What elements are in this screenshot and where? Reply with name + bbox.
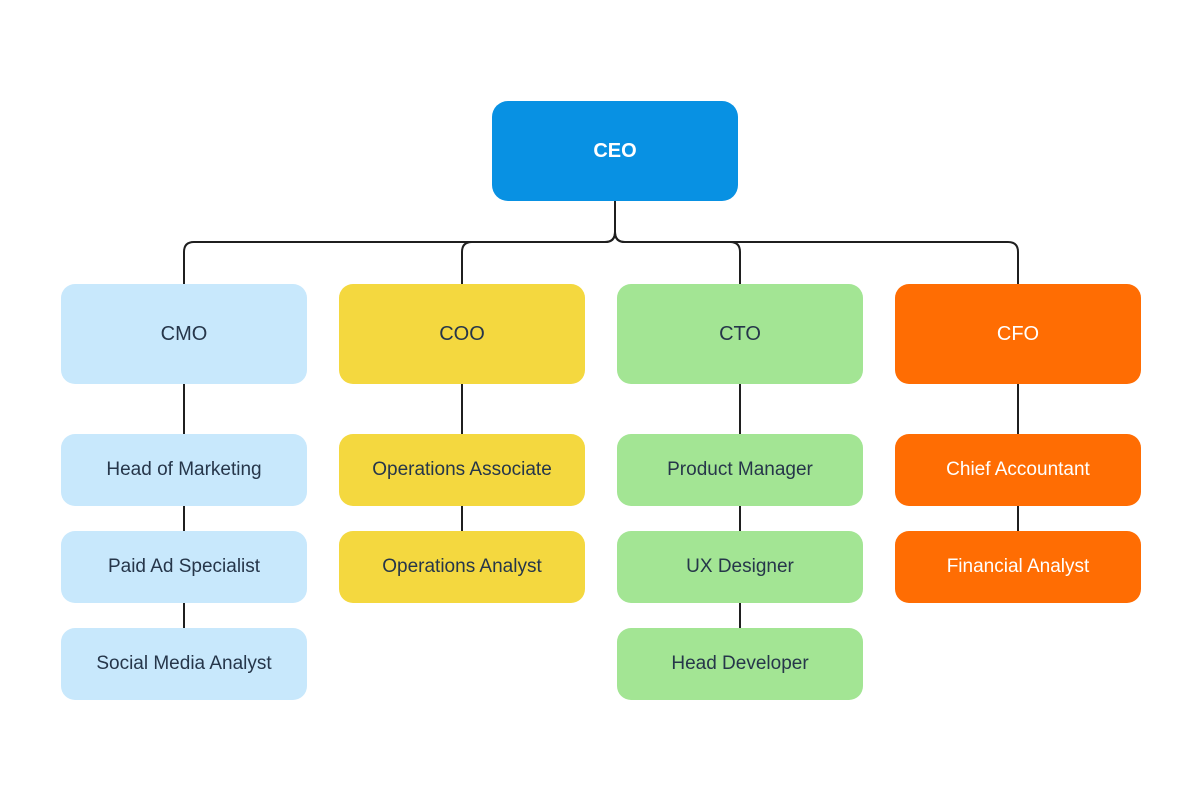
cto-report-1-label: Product Manager [667, 459, 813, 480]
coo-node[interactable]: COO [339, 284, 585, 384]
cmo-report-1-label: Head of Marketing [106, 459, 262, 480]
coo-node-label: COO [439, 322, 485, 345]
cmo-report-3-label: Social Media Analyst [96, 653, 272, 674]
cfo-report-2-label: Financial Analyst [946, 556, 1090, 577]
cto-report-2[interactable]: UX Designer [617, 531, 863, 603]
connector-ceo-cto [614, 200, 741, 285]
cmo-report-2-label: Paid Ad Specialist [107, 556, 261, 577]
cfo-report-2[interactable]: Financial Analyst [895, 531, 1141, 603]
connector-ceo-cmo [183, 200, 616, 285]
cmo-report-3[interactable]: Social Media Analyst [61, 628, 307, 700]
cmo-report-1[interactable]: Head of Marketing [61, 434, 307, 506]
coo-report-1[interactable]: Operations Associate [339, 434, 585, 506]
connector-ceo-coo [461, 200, 616, 285]
cmo-node[interactable]: CMO [61, 284, 307, 384]
ceo-node[interactable]: CEO [492, 101, 738, 201]
cmo-node-label: CMO [160, 322, 208, 345]
cto-node[interactable]: CTO [617, 284, 863, 384]
coo-report-1-label: Operations Associate [372, 459, 552, 480]
cto-report-1[interactable]: Product Manager [617, 434, 863, 506]
cfo-report-1[interactable]: Chief Accountant [895, 434, 1141, 506]
cfo-report-1-label: Chief Accountant [946, 459, 1090, 480]
cto-report-2-label: UX Designer [686, 556, 794, 577]
connector-ceo-cfo [614, 200, 1019, 285]
cfo-node-label: CFO [996, 322, 1040, 345]
coo-report-2-label: Operations Analyst [382, 556, 542, 577]
coo-report-2[interactable]: Operations Analyst [339, 531, 585, 603]
cto-node-label: CTO [719, 322, 761, 345]
cto-report-3-label: Head Developer [671, 653, 809, 674]
cmo-report-2[interactable]: Paid Ad Specialist [61, 531, 307, 603]
ceo-node-label: CEO [593, 139, 637, 162]
cto-report-3[interactable]: Head Developer [617, 628, 863, 700]
cfo-node[interactable]: CFO [895, 284, 1141, 384]
